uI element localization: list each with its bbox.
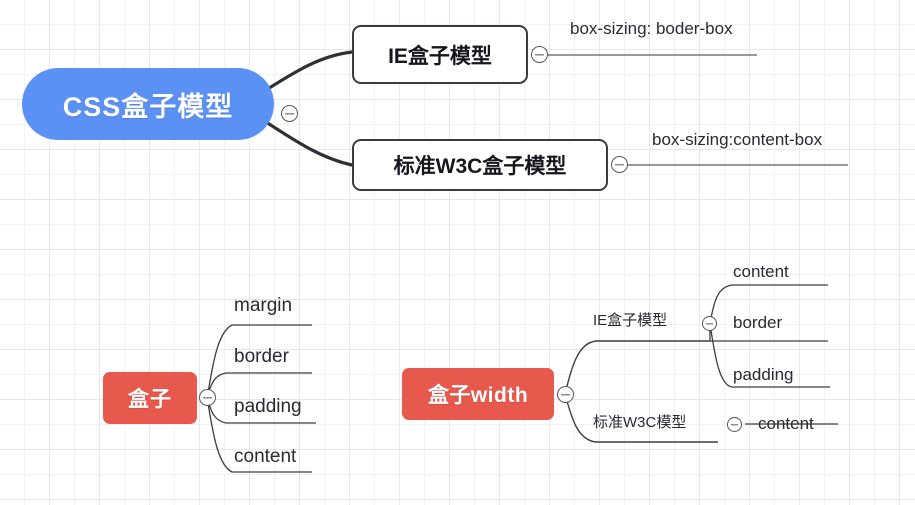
toggle-w3c-box-model[interactable] (611, 156, 628, 173)
node-w3c-box-model-label: 标准W3C盒子模型 (393, 155, 567, 178)
leaf-hezi-padding[interactable]: padding (234, 396, 302, 417)
node-hezi-width-w3c-label[interactable]: 标准W3C模型 (593, 414, 687, 431)
leaf-box-sizing-border-box[interactable]: box-sizing: boder-box (570, 19, 733, 38)
node-hezi-width[interactable]: 盒子width (402, 368, 554, 420)
leaf-ie-padding[interactable]: padding (733, 365, 794, 384)
node-w3c-box-model[interactable]: 标准W3C盒子模型 (352, 139, 608, 191)
node-root-css-box-model[interactable]: CSS盒子模型 (22, 68, 274, 140)
leaf-ie-border[interactable]: border (733, 313, 783, 332)
edge-root-to-ie (264, 50, 354, 92)
toggle-hezi[interactable] (199, 389, 216, 406)
edge-heziwidth-to-ie (564, 340, 710, 395)
node-hezi-width-label: 盒子width (427, 384, 529, 407)
node-hezi[interactable]: 盒子 (103, 372, 197, 424)
toggle-hezi-width-w3c[interactable] (727, 417, 742, 432)
leaf-hezi-margin[interactable]: margin (234, 295, 293, 316)
leaf-hezi-content[interactable]: content (234, 446, 297, 467)
node-hezi-width-ie-label[interactable]: IE盒子模型 (593, 312, 668, 329)
node-root-label: CSS盒子模型 (62, 91, 234, 122)
leaf-ie-content[interactable]: content (733, 262, 789, 281)
leaf-w3c-content[interactable]: content (758, 414, 814, 433)
leaf-hezi-border[interactable]: border (234, 346, 289, 367)
toggle-hezi-width[interactable] (557, 386, 574, 403)
leaf-box-sizing-content-box[interactable]: box-sizing:content-box (652, 130, 823, 149)
node-ie-box-model[interactable]: IE盒子模型 (352, 25, 528, 84)
node-hezi-label: 盒子 (128, 388, 172, 411)
edge-hezi-to-border (206, 372, 312, 399)
toggle-root-collapse[interactable] (281, 105, 298, 122)
toggle-ie-box-model[interactable] (531, 46, 548, 63)
toggle-hezi-width-ie[interactable] (702, 316, 717, 331)
edge-root-to-w3c (264, 120, 354, 167)
node-ie-box-model-label: IE盒子模型 (388, 44, 492, 68)
